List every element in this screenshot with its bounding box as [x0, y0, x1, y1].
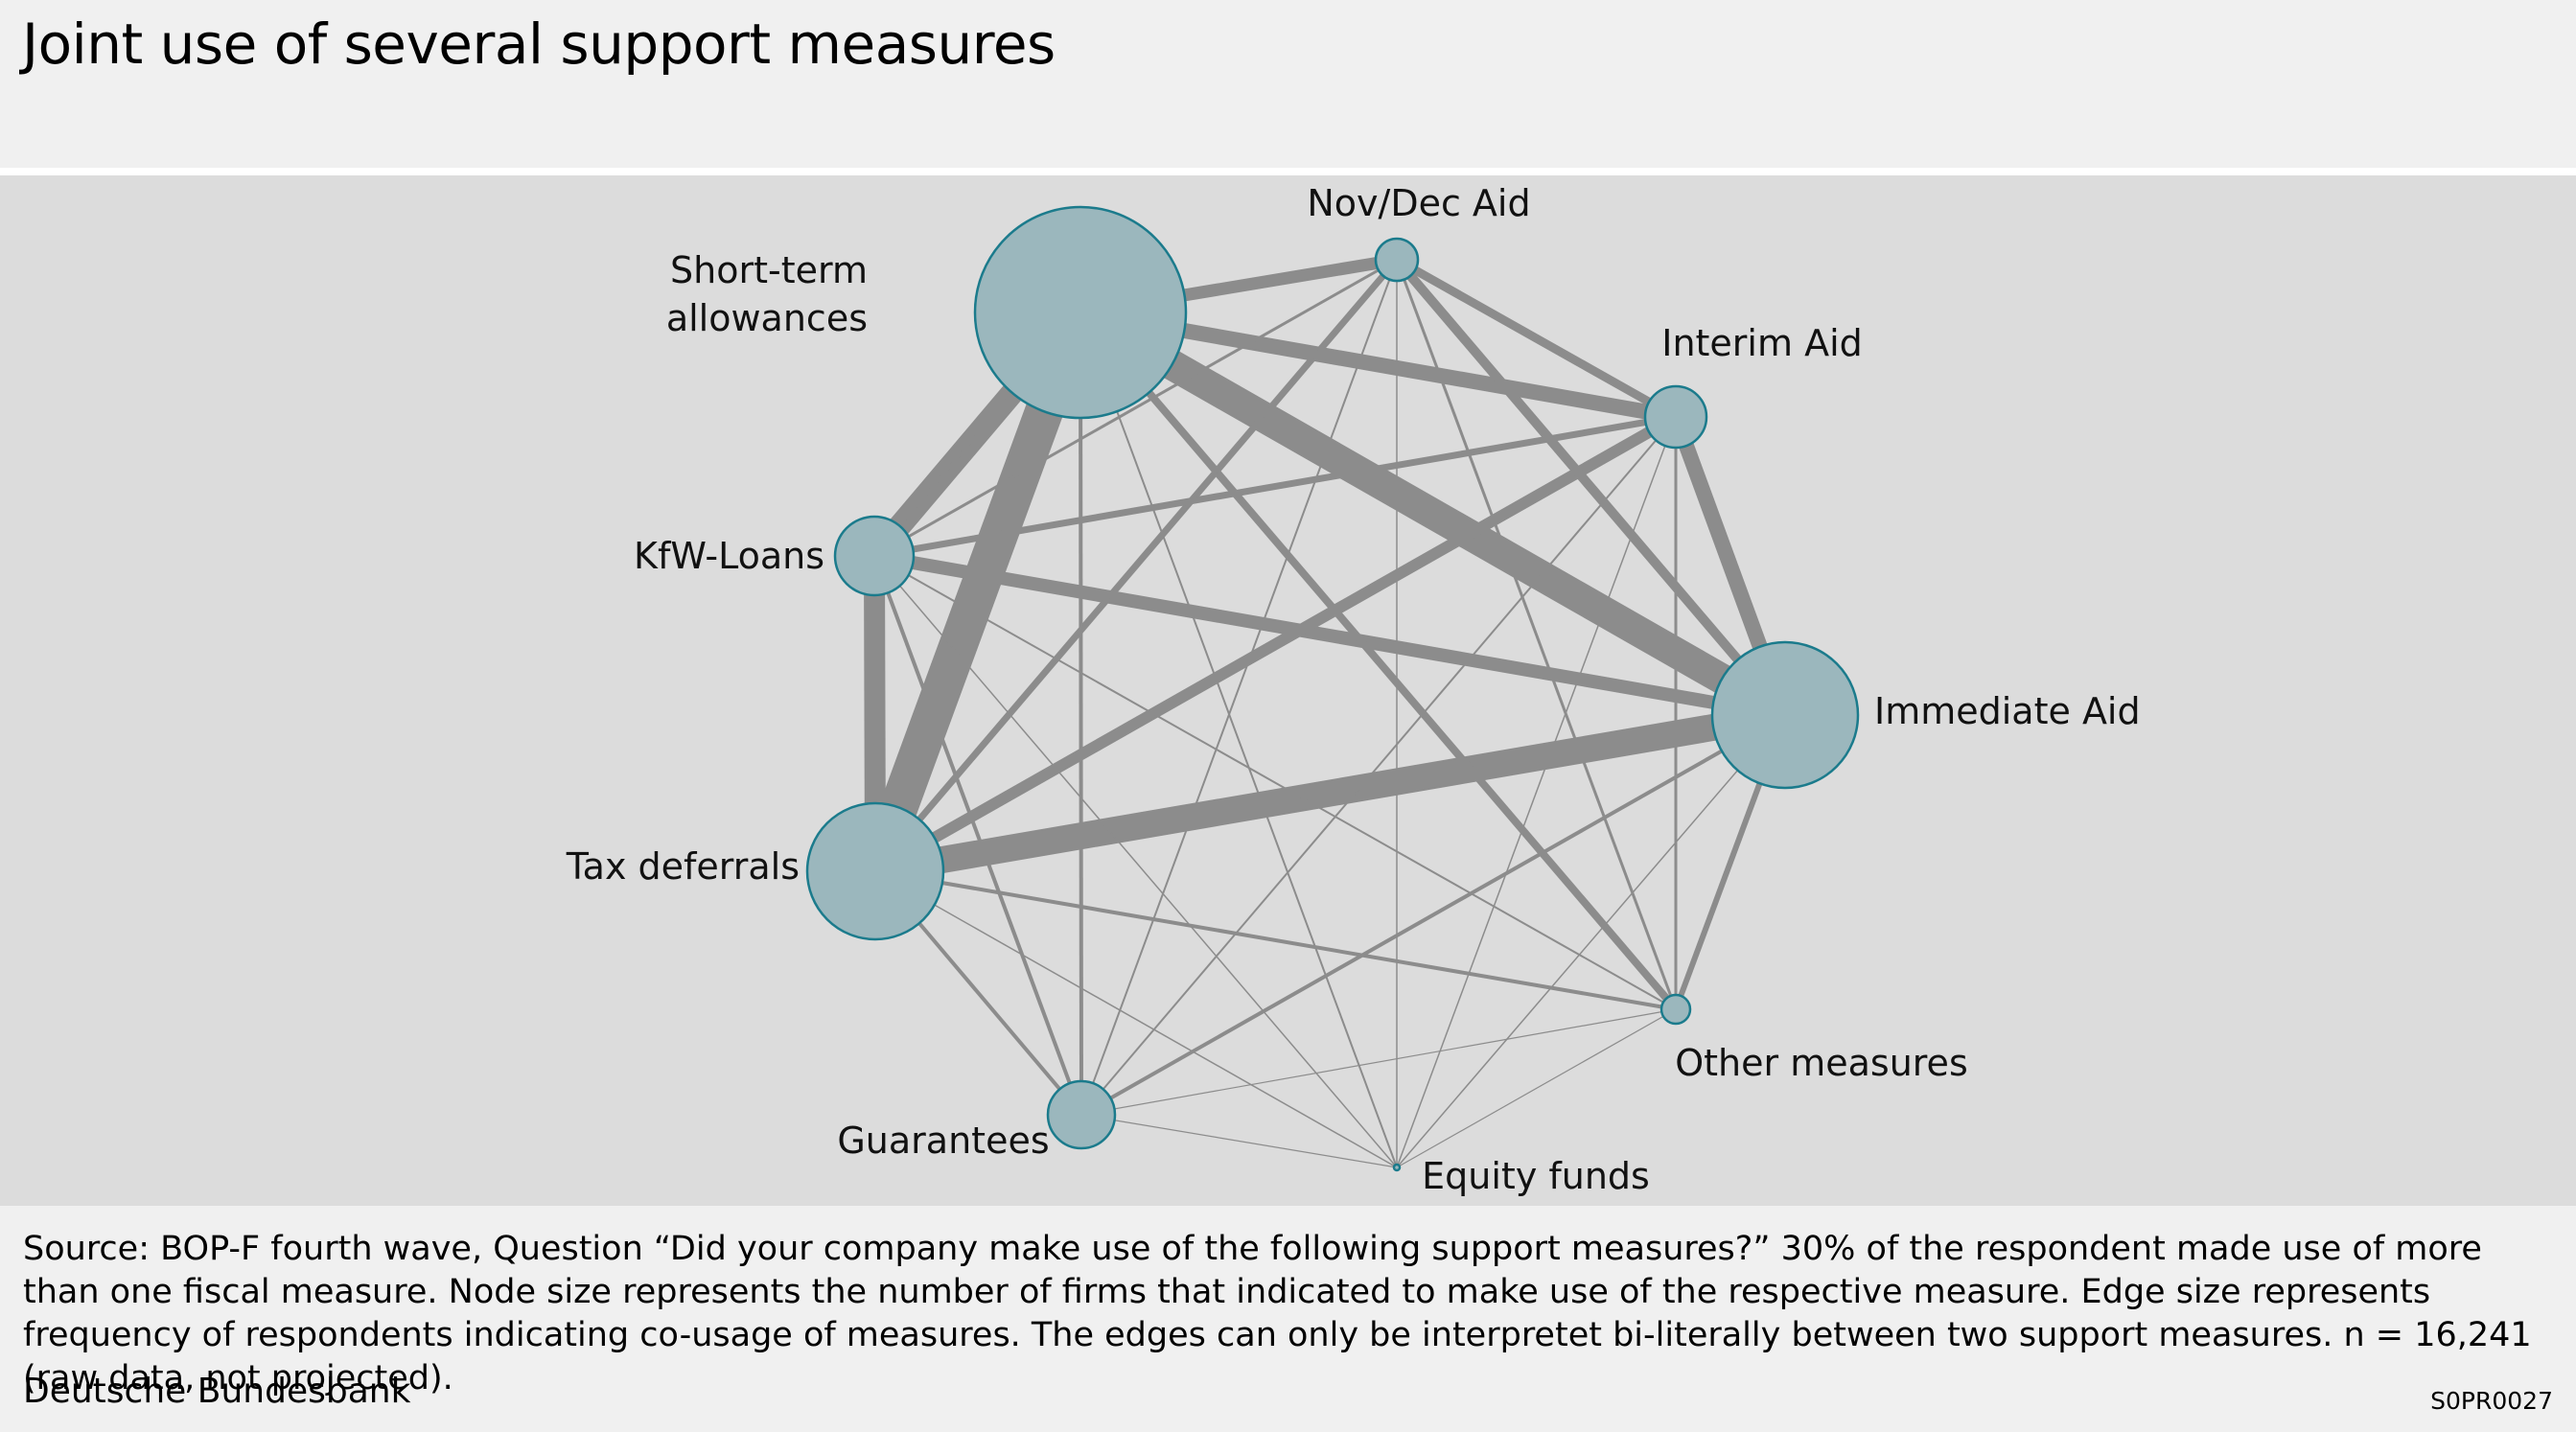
edge-imm-equ	[1396, 714, 1786, 1168]
edge-stw-imm	[1073, 299, 1793, 728]
node-gua	[1046, 1079, 1117, 1150]
edge-oth-equ	[1396, 1008, 1677, 1168]
edge-tax-nov	[873, 259, 1399, 872]
edge-stw-gua	[1079, 312, 1083, 1116]
edge-kfw-imm	[872, 549, 1787, 722]
node-label-line: Other measures	[1675, 1042, 1968, 1084]
edge-kfw-int	[873, 413, 1677, 560]
node-label-line: Tax deferrals	[566, 845, 800, 888]
edge-gua-int	[1080, 416, 1677, 1116]
header: Joint use of several support measures	[0, 0, 2576, 168]
edge-nov-oth	[1395, 259, 1678, 1010]
node-equ	[1392, 1163, 1402, 1172]
node-label-gua: Guarantees	[837, 1120, 1049, 1162]
edge-kfw-nov	[873, 258, 1398, 558]
node-stw	[973, 205, 1188, 420]
edges	[857, 253, 1793, 1168]
edge-tax-equ	[874, 870, 1398, 1168]
node-label-tax: Tax deferrals	[566, 845, 800, 888]
node-oth	[1659, 993, 1692, 1026]
edge-gua-nov	[1080, 259, 1398, 1116]
node-label-int: Interim Aid	[1661, 322, 1863, 364]
node-label-line: Equity funds	[1422, 1155, 1650, 1197]
node-label-line: KfW-Loans	[634, 535, 824, 577]
footer: Source: BOP-F fourth wave, Question “Did…	[0, 1206, 2576, 1432]
source-note: Source: BOP-F fourth wave, Question “Did…	[23, 1230, 2532, 1397]
node-label-line: Interim Aid	[1661, 322, 1863, 364]
edge-tax-oth	[874, 869, 1677, 1011]
node-tax	[805, 801, 945, 941]
node-nov	[1374, 237, 1420, 283]
edge-stw-equ	[1079, 312, 1398, 1168]
edge-gua-equ	[1080, 1114, 1398, 1168]
edge-gua-oth	[1080, 1008, 1677, 1116]
edge-kfw-equ	[873, 555, 1398, 1168]
node-label-equ: Equity funds	[1422, 1155, 1650, 1197]
node-label-nov: Nov/Dec Aid	[1307, 182, 1530, 224]
node-kfw	[833, 515, 916, 597]
edge-int-equ	[1396, 416, 1677, 1168]
node-label-line: Immediate Aid	[1874, 690, 2141, 732]
edge-gua-imm	[1080, 713, 1786, 1117]
publisher: Deutsche Bundesbank	[23, 1372, 411, 1411]
edge-tax-imm	[872, 702, 1788, 885]
node-imm	[1710, 640, 1860, 790]
edge-tax-int	[872, 411, 1679, 877]
node-label-line: allowances	[666, 297, 868, 339]
node-int	[1643, 384, 1708, 450]
node-label-kfw: KfW-Loans	[634, 535, 824, 577]
edge-kfw-oth	[873, 555, 1677, 1010]
edge-stw-oth	[1077, 310, 1680, 1012]
node-label-oth: Other measures	[1675, 1042, 1968, 1084]
edge-nov-imm	[1393, 256, 1789, 719]
page-title: Joint use of several support measures	[22, 12, 1056, 77]
nodes	[805, 205, 1860, 1172]
node-label-line: Short-term	[670, 249, 868, 291]
node-label-stw: Short-term allowances	[666, 249, 868, 339]
edge-kfw-gua	[872, 555, 1083, 1116]
divider	[0, 168, 2576, 175]
node-label-line: Nov/Dec Aid	[1307, 182, 1530, 224]
node-label-line: Guarantees	[837, 1120, 1049, 1162]
chart-code: S0PR0027	[2430, 1387, 2553, 1415]
node-label-imm: Immediate Aid	[1874, 690, 2141, 732]
edge-nov-int	[1394, 256, 1679, 421]
